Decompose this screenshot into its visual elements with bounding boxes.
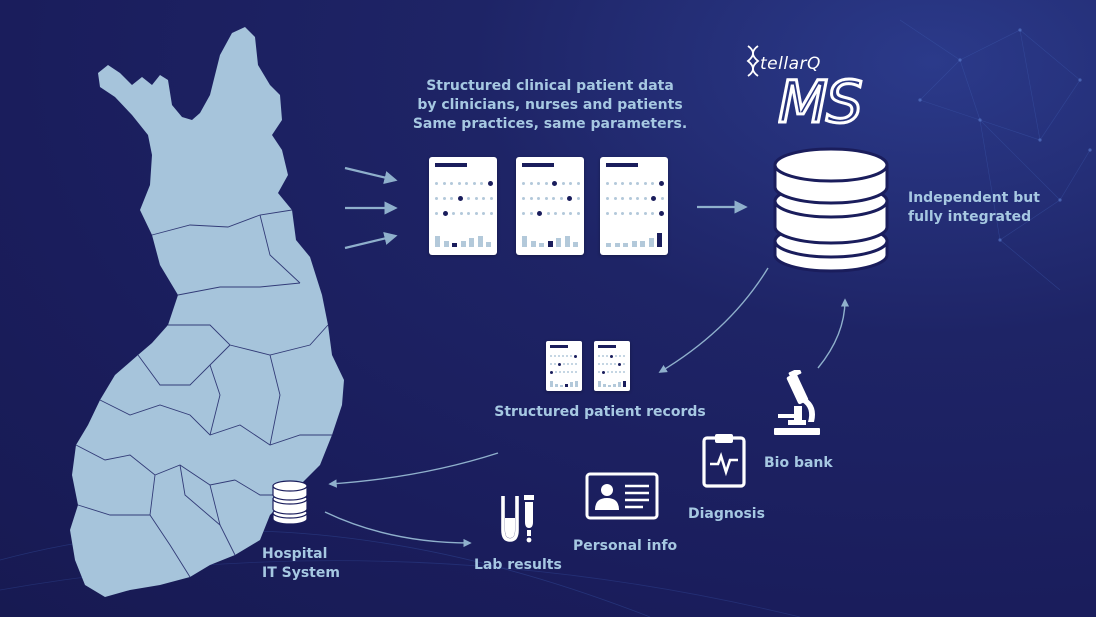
dna-logo-icon	[746, 45, 760, 77]
hospital-label-line-2: IT System	[262, 565, 340, 581]
database-to-records-arrow	[658, 267, 769, 373]
structured-record-card-1	[546, 341, 582, 391]
svg-text:MS: MS	[778, 70, 861, 130]
bio-bank-label: Bio bank	[764, 455, 833, 471]
personal-info-label: Personal info	[573, 538, 678, 554]
brand-big-text: MS	[777, 67, 918, 138]
independent-line-2: fully integrated	[908, 209, 1032, 225]
structured-data-line-3: Same practices, same parameters.	[412, 116, 688, 132]
patient-data-card-3	[600, 157, 668, 255]
independent-line-1: Independent but	[908, 190, 1040, 206]
input-arrow-1	[344, 166, 398, 184]
structured-data-caption: Structured clinical patient data by clin…	[400, 77, 700, 134]
hospital-label: Hospital IT System	[262, 545, 340, 583]
independent-caption: Independent but fully integrated	[908, 189, 1040, 227]
patient-data-card-2	[516, 157, 584, 255]
microscope-icon	[774, 370, 820, 435]
brand-small-text: tellarQ	[760, 54, 821, 74]
input-arrow-3	[344, 232, 398, 250]
structured-data-line-2: by clinicians, nurses and patients	[417, 97, 683, 113]
diagnosis-label: Diagnosis	[688, 506, 765, 522]
biobank-to-database-arrow	[817, 298, 850, 369]
lab-results-label: Lab results	[474, 557, 562, 573]
central-database-icon	[773, 147, 889, 273]
structured-data-line-1: Structured clinical patient data	[426, 78, 674, 94]
hospital-label-line-1: Hospital	[262, 546, 328, 562]
patient-data-card-1	[429, 157, 497, 255]
hospital-to-lab-arrow	[324, 511, 472, 548]
hospital-database-icon	[272, 480, 308, 525]
test-tubes-icon	[501, 495, 534, 543]
records-to-hospital-arrow	[328, 452, 499, 488]
finland-map	[70, 27, 344, 597]
clipboard-icon	[702, 434, 746, 488]
structured-records-label: Structured patient records	[494, 404, 706, 420]
structured-record-card-2	[594, 341, 630, 391]
id-card-icon	[585, 472, 659, 520]
